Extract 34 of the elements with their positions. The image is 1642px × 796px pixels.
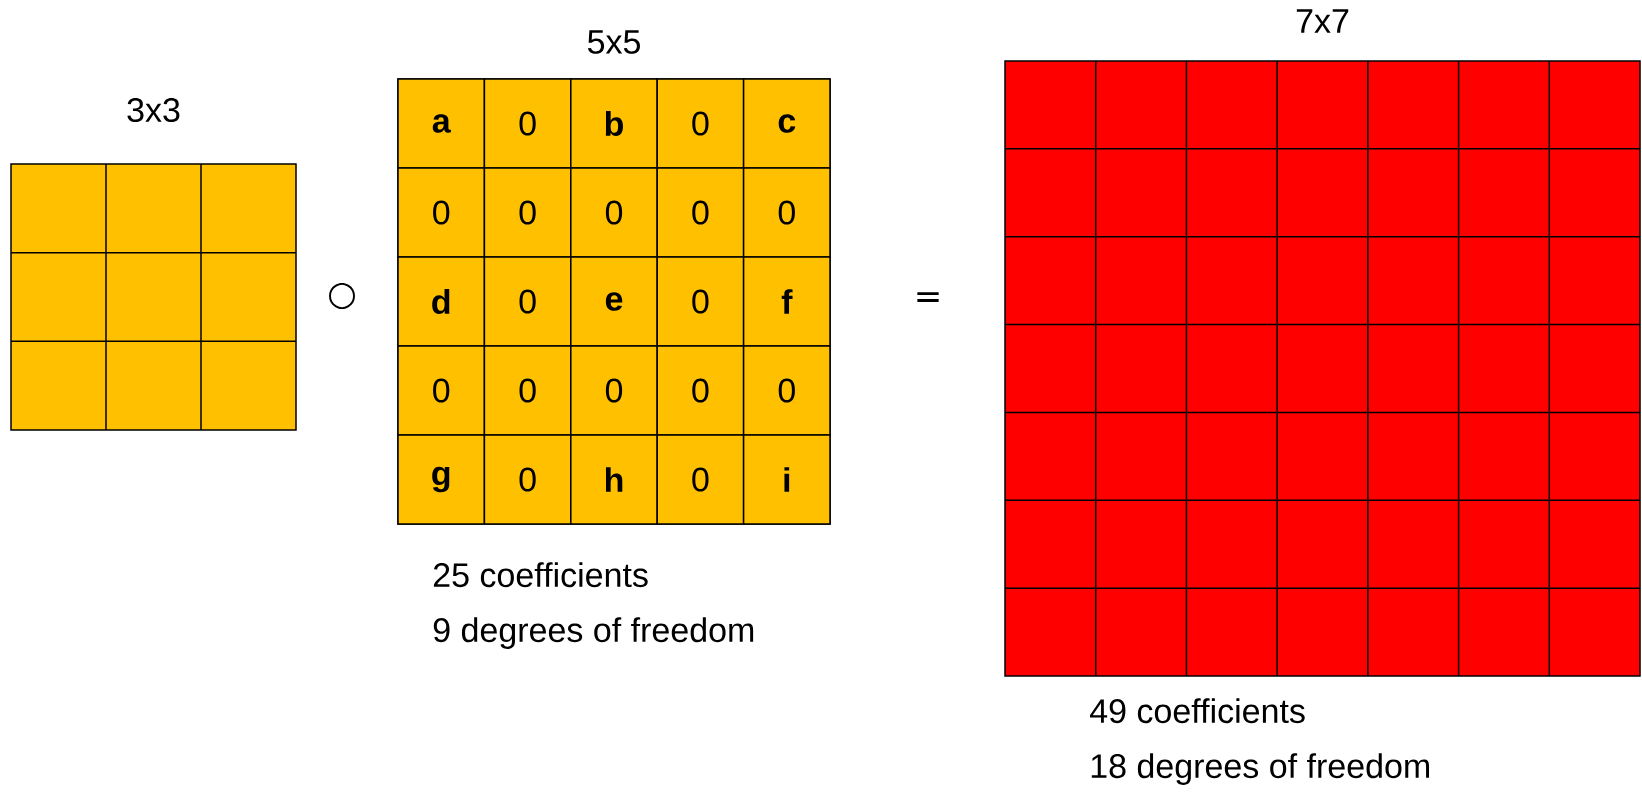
grid-cell: 0 bbox=[483, 78, 572, 169]
grid-cell: 0 bbox=[483, 256, 572, 347]
grid-cell: 0 bbox=[397, 345, 486, 436]
grid-cell: d bbox=[397, 256, 486, 347]
grid-cell: e bbox=[570, 256, 658, 347]
grid-cell: g bbox=[397, 434, 486, 525]
grid-cell: 0 bbox=[656, 434, 745, 525]
grid-cell: 0 bbox=[397, 167, 486, 258]
grid-cell: 0 bbox=[483, 167, 572, 258]
grid-cell: 0 bbox=[570, 345, 658, 436]
grid-cell: 0 bbox=[656, 256, 745, 347]
caption-text: 25 coefficients bbox=[433, 562, 648, 588]
grid-cell: i bbox=[742, 434, 831, 525]
grid-heading: 3x3 bbox=[127, 97, 180, 123]
grid-cell: 0 bbox=[656, 345, 745, 436]
grid-cell: 0 bbox=[656, 167, 745, 258]
grid-heading: 5x5 bbox=[587, 30, 640, 54]
grid-cell: 0 bbox=[483, 434, 572, 525]
caption-text: 18 degrees of freedom bbox=[1091, 753, 1429, 785]
caption-text: 49 coefficients bbox=[1090, 698, 1305, 724]
grid-cell: c bbox=[742, 78, 831, 169]
grid-cell: 0 bbox=[656, 78, 745, 169]
grid-cell: f bbox=[742, 256, 831, 347]
operator-symbol: = bbox=[917, 292, 939, 302]
grid-cell: 0 bbox=[570, 167, 658, 258]
grid-cell: b bbox=[570, 78, 658, 169]
grid-cell: 0 bbox=[742, 345, 831, 436]
operator-symbol: ○ bbox=[329, 282, 355, 310]
caption-text: 9 degrees of freedom bbox=[433, 617, 754, 649]
grid-cell: 0 bbox=[483, 345, 572, 436]
grid-heading: 7x7 bbox=[1296, 9, 1349, 33]
grid-cell: 0 bbox=[742, 167, 831, 258]
grid-cell: h bbox=[570, 434, 658, 525]
grid-cell: a bbox=[397, 78, 486, 169]
